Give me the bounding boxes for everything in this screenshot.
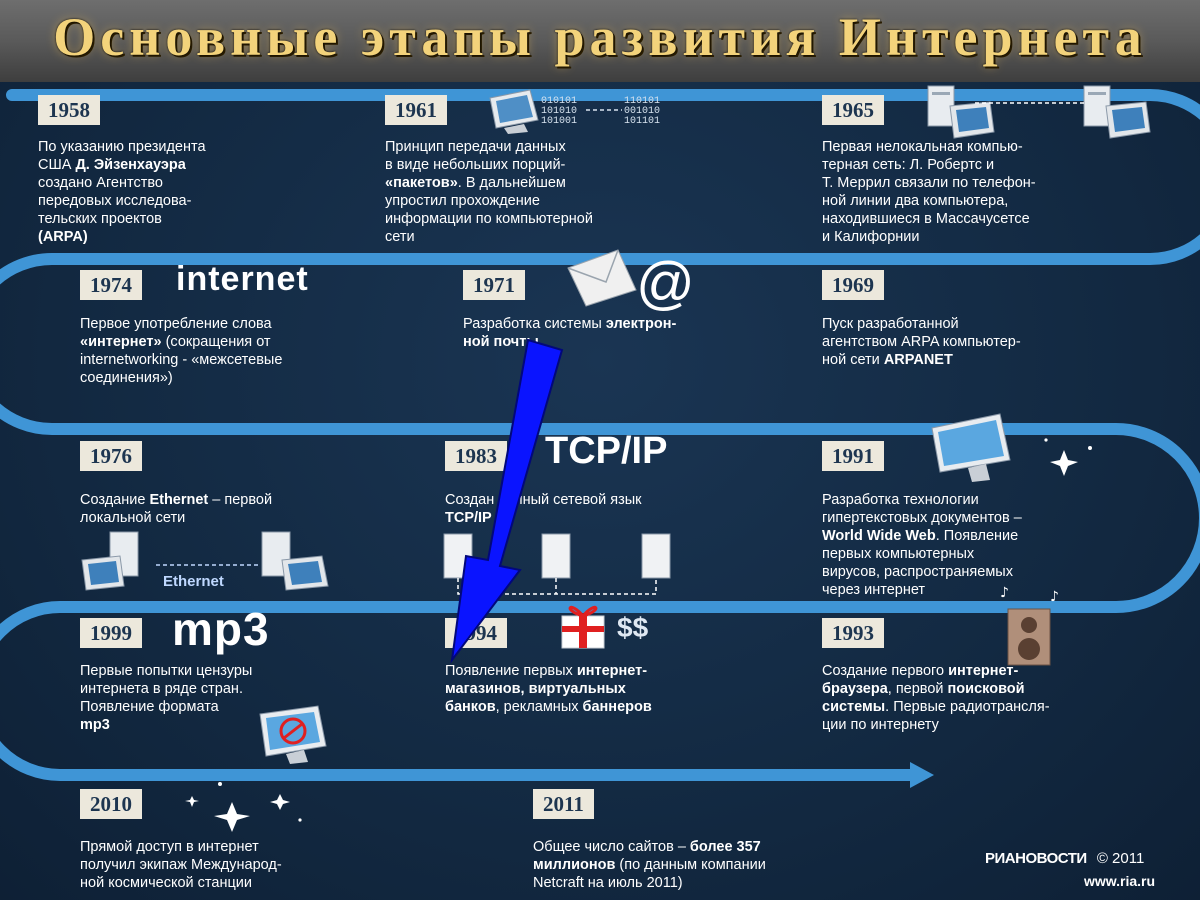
flat-monitor-icon xyxy=(931,413,1011,482)
slide-title: Основные этапы развития Интернета xyxy=(53,7,1147,67)
ethernet-line-connector xyxy=(156,564,260,566)
computer-right-icon xyxy=(1083,85,1151,139)
ria-url: www.ria.ru xyxy=(1084,873,1156,889)
ria-novosti-logo: РИАНОВОСТИ © 2011 xyxy=(985,850,1144,867)
event-text-1965: Первая нелокальная компью-терная сеть: Л… xyxy=(822,139,1036,245)
copyright-year: © 2011 xyxy=(1096,850,1145,867)
year-badge-1974: 1974 xyxy=(80,270,142,300)
year-badge-1999: 1999 xyxy=(80,618,142,648)
year-badge-1976: 1976 xyxy=(80,441,142,471)
computer-left-icon xyxy=(927,85,995,139)
tcpip-label: TCP/IP xyxy=(545,430,668,472)
year-badge-1958: 1958 xyxy=(38,95,100,125)
censored-monitor-icon xyxy=(259,705,327,764)
envelope-icon xyxy=(567,249,637,307)
year-badge-1983: 1983 xyxy=(445,441,507,471)
year-badge-1961: 1961 xyxy=(385,95,447,125)
dollar-signs-icon: $$ xyxy=(617,612,649,643)
internet-word-label: internet xyxy=(176,260,309,298)
year-badge-2010: 2010 xyxy=(80,789,142,819)
event-text-1971: Разработка системы электрон-ной почты xyxy=(463,316,677,350)
event-text-1974: Первое употребление слова«интернет» (сок… xyxy=(80,316,283,386)
year-badge-1965: 1965 xyxy=(822,95,884,125)
mp3-label: mp3 xyxy=(172,603,270,655)
ethernet-computer-left-icon xyxy=(81,531,139,591)
year-badge-1993: 1993 xyxy=(822,618,884,648)
svg-text:♪: ♪ xyxy=(1000,585,1009,601)
monitor-icon xyxy=(489,89,539,134)
space-sparkle-icons xyxy=(185,782,302,832)
gift-box-icon xyxy=(561,605,605,649)
header-bar: Основные этапы развития Интернета xyxy=(0,0,1200,82)
at-sign-icon: @ xyxy=(636,251,695,316)
year-badge-2011: 2011 xyxy=(533,789,594,819)
phone-line-connector xyxy=(975,102,1085,104)
year-badge-1991: 1991 xyxy=(822,441,884,471)
binary-dash-connector xyxy=(586,109,622,111)
year-badge-1971: 1971 xyxy=(463,270,525,300)
event-text-1994: Появление первых интернет-магазинов, вир… xyxy=(445,663,652,715)
agency-name: РИАНОВОСТИ xyxy=(985,850,1087,867)
event-text-1993: Создание первого интернет-браузера, перв… xyxy=(822,663,1050,733)
speaker-icon: ♪ ♪ xyxy=(1000,585,1059,666)
ethernet-computer-right-icon xyxy=(261,531,329,591)
svg-text:♪: ♪ xyxy=(1050,589,1059,605)
year-badge-1969: 1969 xyxy=(822,270,884,300)
ethernet-label: Ethernet xyxy=(163,573,224,590)
sparkle-icons-1991 xyxy=(1044,438,1092,476)
